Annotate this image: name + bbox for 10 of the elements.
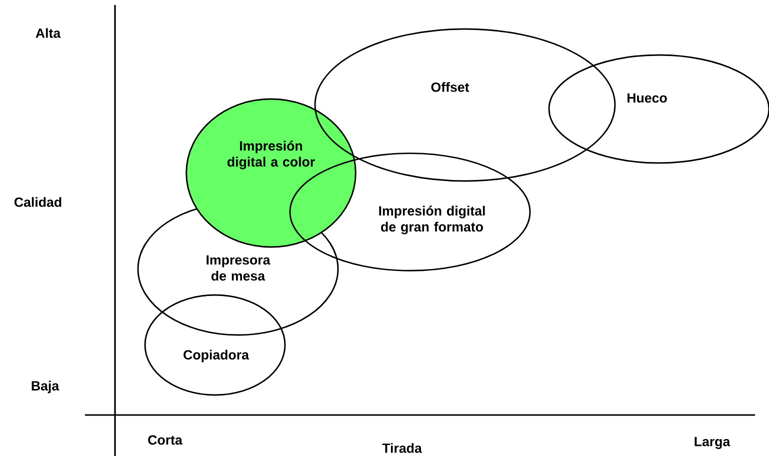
axis-label: Alta [36, 28, 61, 38]
axis-label: Baja [32, 380, 60, 394]
axis-label: Calidad [14, 197, 62, 207]
ellipse-region: Copiadora [144, 294, 286, 396]
ellipse-region: Offset [314, 28, 616, 182]
axis-label: Larga [694, 436, 730, 449]
axis-label: Corta [148, 435, 182, 445]
axis-label: Tirada [382, 443, 422, 453]
ellipse-region: Impresión digital a color [186, 98, 356, 248]
ellipse-region: Hueco [548, 54, 769, 164]
